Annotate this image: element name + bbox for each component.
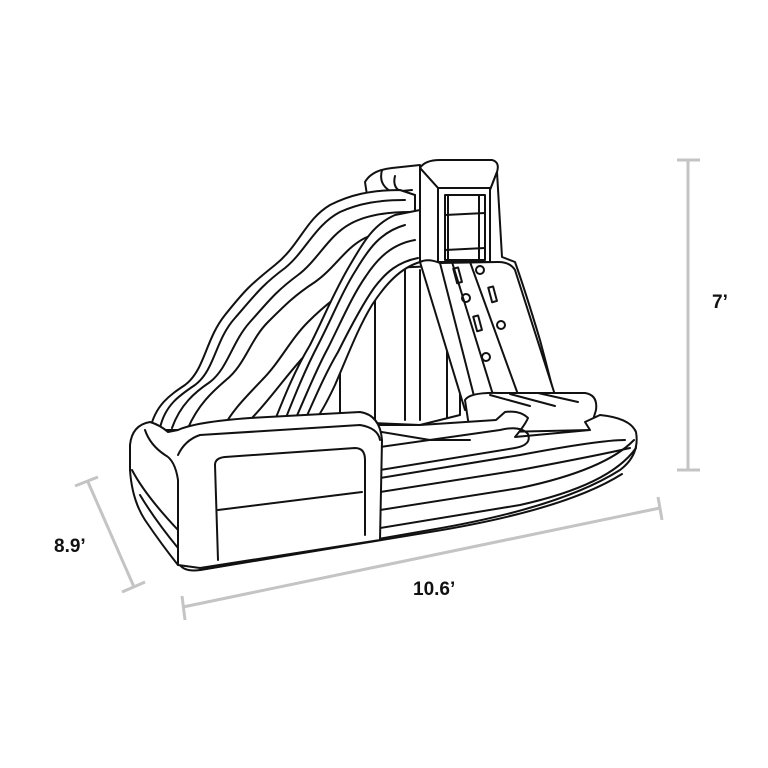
depth-dimension-line xyxy=(74,475,146,594)
climbing-holds xyxy=(452,265,506,362)
width-dimension-line xyxy=(180,496,664,621)
left-slides xyxy=(149,189,421,431)
height-label: 7’ xyxy=(712,292,728,313)
width-label: 10.6’ xyxy=(413,579,456,600)
height-dimension-line xyxy=(677,158,700,472)
depth-label: 8.9’ xyxy=(54,536,86,557)
front-bumper-wall xyxy=(129,411,383,569)
